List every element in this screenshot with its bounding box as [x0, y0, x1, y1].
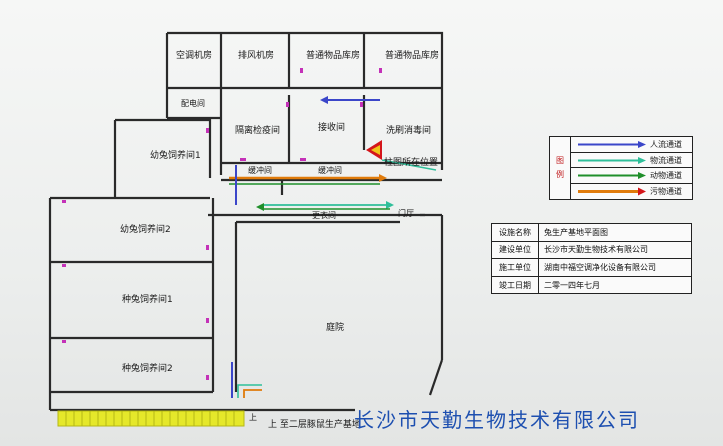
goods-route-bottom	[237, 384, 262, 398]
stairs	[57, 410, 245, 427]
info-row: 竣工日期 二零一四年七月	[492, 276, 691, 294]
room-young-1: 幼兔饲养间1	[150, 149, 201, 161]
company-name: 长沙市天勤生物技术有限公司	[354, 408, 640, 432]
room-aircon: 空调机房	[176, 49, 212, 61]
legend-title: 图 例	[550, 137, 571, 199]
legend-item-waste: 污物通道	[570, 184, 692, 200]
room-changing: 更衣间	[312, 210, 336, 220]
room-breed-1: 种兔饲养间1	[122, 293, 173, 305]
goods-arrow-icon	[578, 156, 646, 164]
info-value: 湖南中福空调净化设备有限公司	[544, 262, 656, 272]
people-arrow-icon	[578, 141, 646, 148]
info-value: 长沙市天勤生物技术有限公司	[544, 245, 648, 255]
goods-arrow-right	[386, 201, 394, 209]
room-electric: 配电间	[181, 98, 205, 108]
legend-label: 污物通道	[650, 186, 682, 196]
legend-label: 物流通道	[650, 155, 682, 165]
people-arrow-head	[320, 96, 328, 104]
stairs-note: 上 至二层豚鼠生产基地	[268, 420, 361, 430]
legend-item-goods: 物流通道	[570, 153, 692, 168]
info-key: 施工单位	[492, 259, 539, 276]
legend-item-people: 人流通道	[570, 137, 692, 153]
location-marker-inner	[371, 145, 380, 155]
project-info-table: 设施名称 兔生产基地平面图 建设单位 长沙市天勤生物技术有限公司 施工单位 湖南…	[491, 223, 692, 294]
info-key: 竣工日期	[492, 276, 539, 294]
waste-route-bottom	[243, 389, 262, 398]
info-row: 设施名称 兔生产基地平面图	[492, 224, 691, 242]
animal-arrow-left	[256, 203, 264, 211]
legend-label: 动物通道	[650, 171, 682, 180]
room-buffer-1: 缓冲间	[248, 165, 272, 175]
room-buffer-2: 缓冲间	[318, 165, 342, 175]
animal-arrow-icon	[578, 172, 646, 179]
door-markers	[62, 68, 382, 380]
room-young-2: 幼兔饲养间2	[120, 223, 171, 235]
walls	[48, 31, 444, 412]
cage-location-label: 柱图所在位置	[384, 156, 438, 168]
legend-title-char-1: 图	[556, 156, 564, 165]
stair-steps	[65, 411, 235, 426]
info-value: 二零一四年七月	[544, 280, 600, 290]
room-courtyard: 庭院	[326, 321, 344, 333]
room-receiving: 接收间	[318, 121, 345, 133]
info-value: 兔生产基地平面图	[544, 227, 608, 237]
info-key: 设施名称	[492, 224, 539, 241]
legend-title-char-2: 例	[556, 170, 564, 179]
room-storage-2: 普通物品库房	[385, 49, 439, 61]
room-breed-2: 种兔饲养间2	[122, 362, 173, 374]
info-row: 建设单位 长沙市天勤生物技术有限公司	[492, 241, 691, 259]
room-exhaust: 排风机房	[238, 49, 274, 61]
waste-arrow-head	[379, 174, 387, 182]
legend-label: 人流通道	[650, 140, 682, 149]
room-hall: 门厅	[398, 208, 414, 218]
stairs-up-label: 上	[249, 413, 257, 422]
legend-item-animal: 动物通道	[570, 168, 692, 184]
room-quarantine: 隔离检疫间	[235, 124, 280, 136]
legend: 图 例 人流通道 物流通道 动物通道	[549, 136, 693, 200]
room-washing: 洗刷消毒间	[386, 124, 431, 136]
waste-arrow-icon	[578, 187, 646, 195]
info-key: 建设单位	[492, 241, 539, 258]
info-row: 施工单位 湖南中福空调净化设备有限公司	[492, 259, 691, 277]
marker-pointer	[381, 159, 437, 171]
room-storage-1: 普通物品库房	[306, 49, 360, 61]
